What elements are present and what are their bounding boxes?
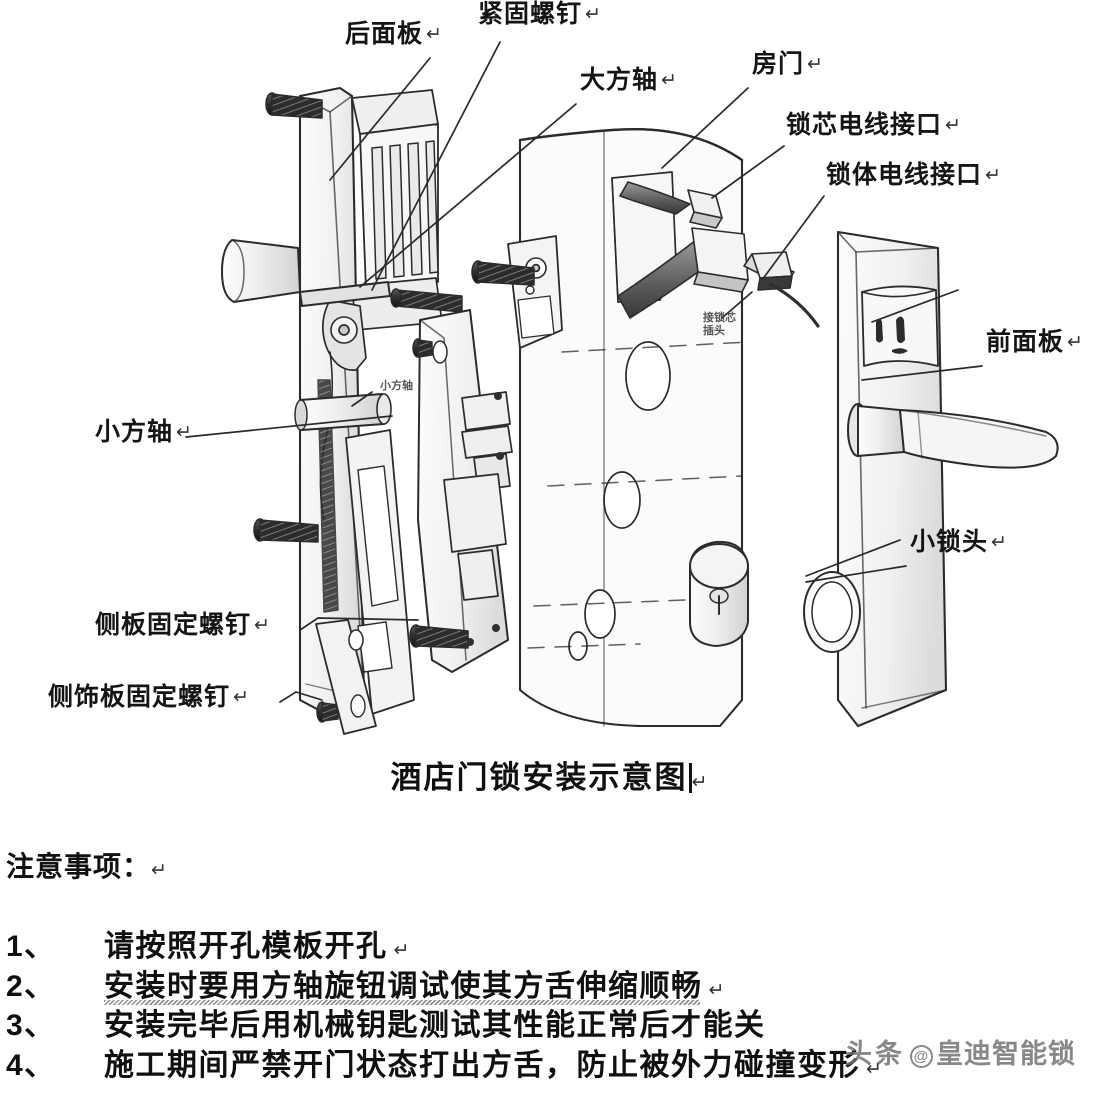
callout-leader-lines — [185, 41, 983, 703]
notes-section: 注意事项：↵ 1、 请按照开孔模板开孔↵ 2、 安装时要用方轴旋钮调试使其方舌伸… — [0, 845, 1100, 1085]
note-number: 1、 — [6, 930, 56, 963]
panel-screw-upper — [471, 260, 535, 286]
callout-cylinder-wire-port: 锁芯电线接口↵ — [786, 111, 962, 139]
leader-lockbody-wire-port — [761, 195, 825, 281]
back-panel-spring-strip — [317, 379, 339, 613]
leader-side-plate-screw — [299, 617, 419, 631]
callout-back-panel: 后面板↵ — [345, 20, 443, 48]
large-square-shaft — [221, 239, 391, 307]
lock-installation-diagram: 后面板↵ 紧固螺钉↵ 大方轴↵ 房门↵ 锁芯电线接口↵ 锁体电线接口↵ 前面板↵… — [48, 0, 1084, 735]
watermark: 头条@皇迪智能锁 — [845, 1032, 1076, 1071]
callout-large-square-shaft: 大方轴↵ — [580, 66, 678, 94]
callout-small-lock-head: 小锁头↵ — [910, 528, 1008, 556]
callout-front-panel: 前面板↵ — [986, 328, 1084, 356]
door-handle-lever — [847, 403, 1059, 469]
leader-fastening-screw — [371, 41, 501, 291]
lock-strike-bracket — [507, 235, 563, 349]
leader-small-shaft-inline — [351, 391, 373, 407]
leader-small-lock-head — [805, 565, 907, 583]
fastening-screw-top — [265, 92, 323, 119]
text-cursor — [688, 763, 692, 793]
small-square-shaft — [294, 393, 392, 431]
leader-back-panel — [329, 57, 431, 181]
side-trim-screw-hole — [348, 340, 448, 651]
key-cylinder-escutcheon — [803, 571, 861, 653]
tiny-note-connect-cylinder-plug: 接锁芯 插头 — [703, 312, 736, 337]
leader-large-square-shaft — [359, 103, 577, 288]
callout-small-square-shaft: 小方轴↵ — [95, 418, 193, 446]
leader-side-trim-plate-screw — [279, 691, 323, 703]
note-item: 1、 请按照开孔模板开孔↵ — [0, 927, 1100, 967]
note-number: 2、 — [6, 969, 56, 1003]
callout-side-trim-plate-screw: 侧饰板固定螺钉↵ — [48, 683, 250, 711]
lock-deadbolt-blocks — [443, 391, 513, 601]
leader-cylinder-wire-port — [711, 145, 785, 199]
callout-fastening-screw: 紧固螺钉↵ — [478, 0, 602, 28]
notes-title: 注意事项：↵ — [6, 845, 1100, 885]
panel-screw-small — [412, 338, 433, 358]
note-number: 3、 — [6, 1009, 56, 1043]
leader-cylinder-plug-note — [721, 291, 753, 319]
notes-title-text: 注意事项： — [6, 851, 152, 882]
leader-room-door — [661, 87, 749, 169]
note-text: 安装完毕后用机械钥匙测试其性能正常后才能关 — [104, 1009, 766, 1043]
watermark-source: 头条 — [845, 1039, 905, 1069]
note-text: 请按照开孔模板开孔↵ — [104, 930, 411, 963]
note-item: 4、 施工期间严禁开门状态打出方舌，防止被外力碰撞变形↵ — [0, 1046, 1100, 1086]
diagram-caption-text: 酒店门锁安装示意图 — [390, 760, 688, 795]
callout-lockbody-wire-port: 锁体电线接口↵ — [826, 161, 1002, 189]
side-trim-plate-fixing-screw — [316, 701, 339, 723]
note-text: 施工期间严禁开门状态打出方舌，防止被外力碰撞变形↵ — [104, 1048, 884, 1082]
diagram-illustration — [185, 41, 1059, 735]
door-through-holes — [568, 341, 671, 661]
small-lock-head — [689, 540, 749, 647]
notes-list: 1、 请按照开孔模板开孔↵ 2、 安装时要用方轴旋钮调试使其方舌伸缩顺畅↵ 3、… — [0, 927, 1100, 1085]
note-text: 安装时要用方轴旋钮调试使其方舌伸缩顺畅↵ — [104, 967, 726, 1007]
cylinder-plug-connector — [743, 251, 820, 328]
diagram-caption: 酒店门锁安装示意图↵ — [0, 752, 1100, 797]
at-icon: @ — [910, 1045, 933, 1068]
back-panel-battery-compartment — [351, 89, 439, 291]
callout-side-plate-screw: 侧板固定螺钉↵ — [95, 611, 271, 639]
side-trim-bar — [315, 619, 377, 735]
fastening-screw-mid — [253, 518, 319, 543]
leader-handle-detail — [871, 289, 959, 323]
side-plate-fixing-screw — [409, 624, 469, 649]
notes-title-pilcrow: ↵ — [151, 860, 168, 881]
note-number: 4、 — [6, 1048, 56, 1082]
callout-room-door: 房门↵ — [752, 50, 824, 78]
leader-small-square-shaft — [185, 415, 393, 438]
caption-pilcrow: ↵ — [691, 772, 710, 793]
leader-front-panel — [861, 365, 983, 381]
watermark-account: 皇迪智能锁 — [936, 1039, 1076, 1069]
lock-body-ribbon-cable — [617, 227, 749, 319]
tiny-note-small-square-shaft: 小方轴 — [380, 380, 413, 392]
card-reader-leds — [876, 316, 908, 354]
note-item: 3、 安装完毕后用机械钥匙测试其性能正常后才能关 — [0, 1006, 1100, 1046]
note-item: 2、 安装时要用方轴旋钮调试使其方舌伸缩顺畅↵ — [0, 967, 1100, 1007]
lock-faceplate — [345, 429, 415, 715]
leader-key-cylinder — [805, 539, 901, 577]
